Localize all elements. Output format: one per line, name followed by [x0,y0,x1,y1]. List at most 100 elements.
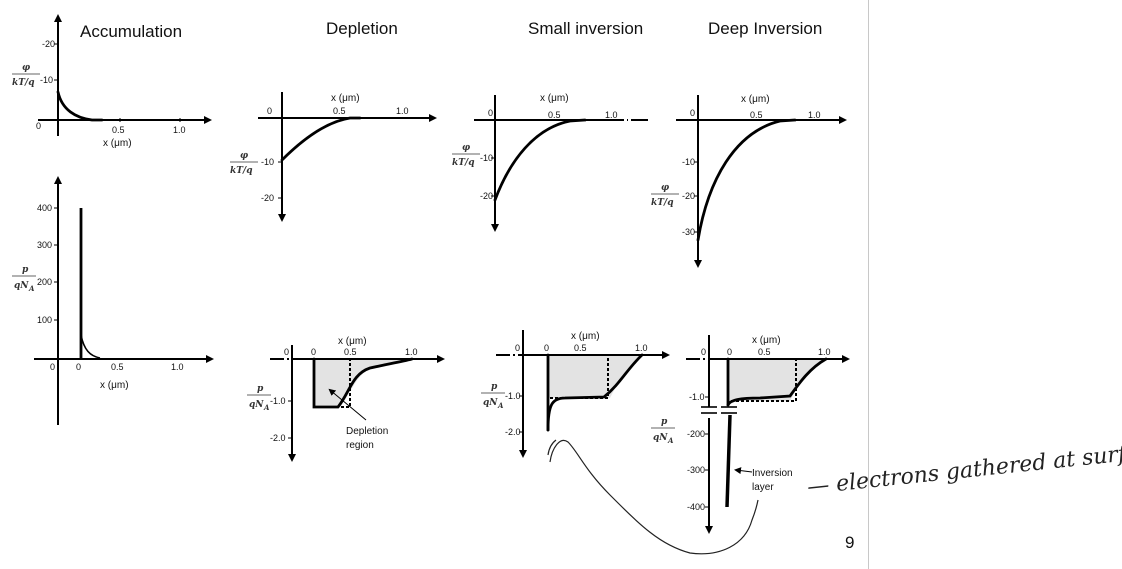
inversion-label-line1: Inversion [752,468,793,479]
depletion-region-shading [314,359,412,407]
hole-curve [726,357,828,407]
tick-label: 0.5 [750,110,763,120]
inversion-arrow [734,467,753,475]
p-label: p qN A [481,382,505,410]
x-axis-label: x (μm) [752,335,781,346]
p-label: p qN A [12,265,36,293]
x-axis-label: x (μm) [100,380,129,391]
potential-curve [696,118,797,242]
tick-label: 1.0 [405,347,418,357]
x-axis-label: x (μm) [338,336,367,347]
title-accumulation: Accumulation [80,22,182,41]
inversion-layer-curve [725,414,732,508]
phi-label: φ kT/q [12,63,40,88]
tick-label: 0 [50,362,55,372]
tick-label: -1.0 [505,391,521,401]
x-axis-label: x (μm) [540,93,569,104]
tick-label: 0 [690,108,695,118]
tick-label: 0.5 [112,125,125,135]
depletion-label-line2: region [346,440,374,451]
tick-label: 0 [267,106,272,116]
tick-label: -20 [682,191,695,201]
tick-label: -300 [687,465,705,475]
svg-text:A: A [667,436,674,445]
svg-text:qN: qN [249,400,264,410]
tick-label: -1.0 [270,396,286,406]
tick-label: 0 [701,347,706,357]
svg-text:kT/q: kT/q [651,198,674,208]
tick-label: 0 [515,343,520,353]
svg-text:A: A [263,403,270,412]
inversion-label-line2: layer [752,482,774,493]
tick-label: -30 [682,227,695,237]
tick-label: 0 [76,362,81,372]
svg-text:kT/q: kT/q [12,78,35,88]
phi-label: φ kT/q [651,183,679,208]
tick-label: -2.0 [505,427,521,437]
x-axis-label: x (μm) [741,94,770,105]
depletion-arrow [328,388,367,421]
title-depletion: Depletion [326,19,398,38]
x-axis-label: x (μm) [571,331,600,342]
svg-text:qN: qN [483,398,498,408]
tick-label: -20 [261,193,274,203]
deep-inversion-hole-plot: 0 0 0.5 1.0 x (μm) -1.0 -200 -300 -400 I… [651,335,850,534]
tick-label: 0 [544,343,549,353]
potential-curve [280,116,362,162]
svg-text:A: A [497,401,504,410]
potential-curve [493,118,587,202]
accumulation-potential-plot: -20 -10 0 0.5 1.0 x (μm) φ kT/q [12,14,212,149]
svg-text:p: p [257,384,264,394]
depletion-label-line1: Depletion [346,426,388,437]
p-label: p qN A [651,417,675,445]
hole-curve [312,357,414,409]
title-deep-inversion: Deep Inversion [708,19,822,38]
svg-text:p: p [661,417,668,427]
x-axis-label: x (μm) [103,138,132,149]
tick-label: -1.0 [689,392,705,402]
phi-label: φ kT/q [230,151,258,176]
depletion-hole-plot: 0 0 0.5 1.0 x (μm) -1.0 -2.0 Depletion r… [247,336,445,462]
tick-label: 0.5 [574,343,587,353]
tick-label: -10 [682,157,695,167]
svg-text:kT/q: kT/q [230,166,253,176]
handwritten-note: — electrons gathered at surface [806,438,1122,500]
svg-text:φ: φ [462,143,471,153]
x-axis-label: x (μm) [331,93,360,104]
tick-label: -2.0 [270,433,286,443]
tick-label: 1.0 [635,343,648,353]
tick-label: 100 [37,315,52,325]
tick-label: 0 [488,108,493,118]
tick-label: -400 [687,502,705,512]
tick-label: 0.5 [548,110,561,120]
tick-label: -20 [42,39,55,49]
svg-text:qN: qN [14,281,29,291]
tick-label: 1.0 [808,110,821,120]
tick-label: 400 [37,203,52,213]
tick-label: 0.5 [333,106,346,116]
tick-label: 1.0 [171,362,184,372]
tick-label: -10 [261,157,274,167]
accumulation-hole-plot: 400 300 200 100 0 0 0.5 1.0 x (μm) p qN … [12,176,214,425]
tick-label: -200 [687,429,705,439]
tick-label: 1.0 [396,106,409,116]
small-inversion-potential-plot: 0 0.5 1.0 x (μm) -10 -20 φ kT/q [452,93,648,232]
deep-inversion-potential-plot: 0 0.5 1.0 x (μm) -10 -20 -30 φ kT/q [651,94,847,268]
tick-label: 0 [36,121,41,131]
tick-label: 200 [37,277,52,287]
svg-text:kT/q: kT/q [452,158,475,168]
tick-label: 0 [284,347,289,357]
slide: Accumulation Depletion Small inversion D… [12,0,1122,569]
page-number: 9 [845,533,854,552]
tick-label: 0 [311,347,316,357]
svg-text:qN: qN [653,433,668,443]
tick-label: -10 [40,75,53,85]
tick-label: -20 [480,191,493,201]
phi-label: φ kT/q [452,143,480,168]
depletion-region-shading [728,359,826,401]
tick-label: 0 [727,347,732,357]
tick-label: 0.5 [111,362,124,372]
tick-label: 0.5 [344,347,357,357]
svg-text:φ: φ [22,63,31,73]
